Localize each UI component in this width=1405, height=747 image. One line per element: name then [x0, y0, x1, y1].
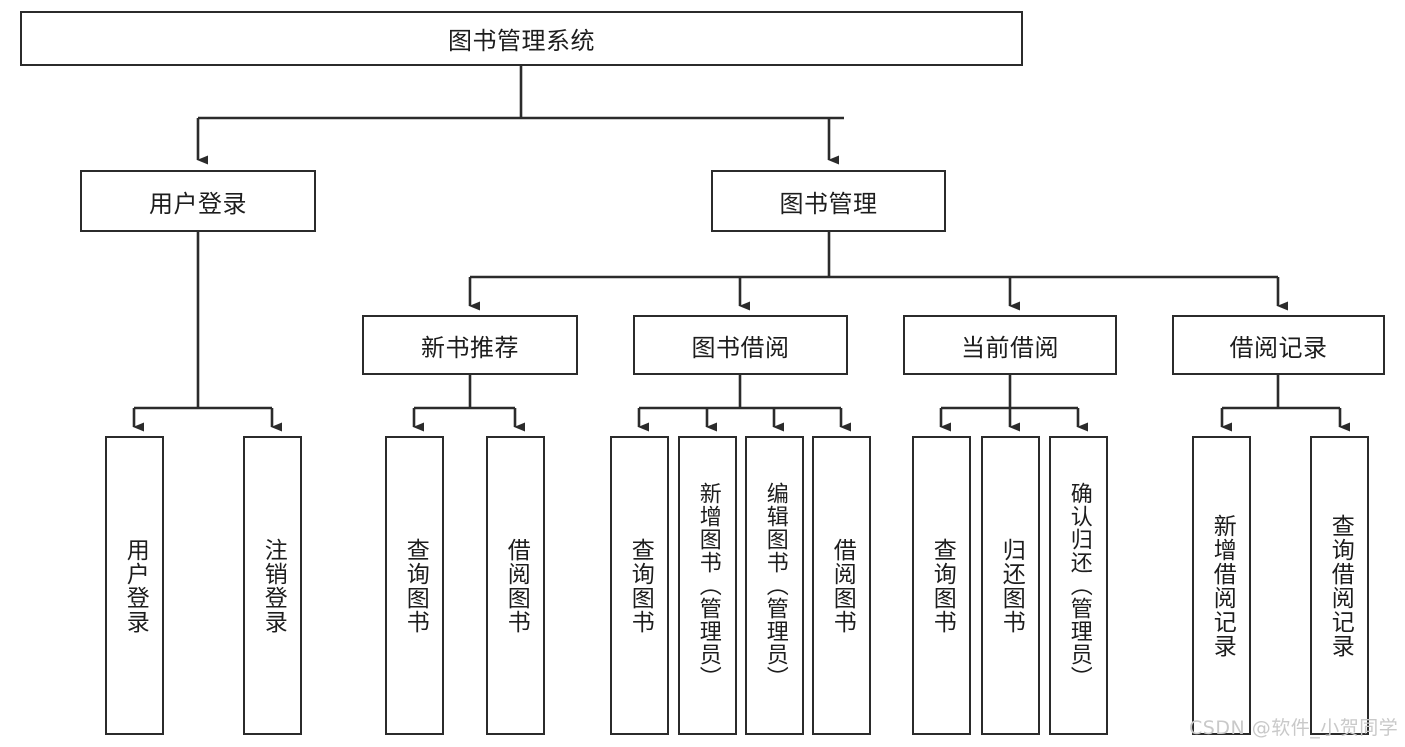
- node-label: 新增图书（管理员）: [695, 482, 721, 689]
- node-leaf-query-book-3[interactable]: 查询图书: [912, 436, 971, 735]
- node-leaf-query-borrow-record[interactable]: 查询借阅记录: [1310, 436, 1369, 735]
- node-leaf-add-book-admin[interactable]: 新增图书（管理员）: [678, 436, 737, 735]
- node-leaf-edit-book-admin[interactable]: 编辑图书（管理员）: [745, 436, 804, 735]
- node-book-management-system[interactable]: 图书管理系统: [20, 11, 1023, 66]
- node-label: 用户登录: [149, 189, 247, 218]
- csdn-watermark: CSDN @软件_小贺同学: [1189, 717, 1399, 739]
- node-label: 图书管理系统: [448, 27, 595, 55]
- node-leaf-user-login[interactable]: 用户登录: [105, 436, 164, 735]
- node-label: 注销登录: [260, 537, 287, 634]
- node-label: 图书借阅: [691, 333, 790, 362]
- node-label: 查询图书: [929, 537, 956, 634]
- node-label: 用户登录: [122, 537, 149, 634]
- node-label: 编辑图书（管理员）: [762, 482, 788, 689]
- node-leaf-borrow-book-2[interactable]: 借阅图书: [812, 436, 871, 735]
- node-book-management[interactable]: 图书管理: [711, 170, 946, 232]
- node-label: 新书推荐: [421, 333, 519, 362]
- node-label: 确认归还（管理员）: [1066, 482, 1092, 689]
- node-label: 查询借阅记录: [1327, 513, 1354, 658]
- node-label: 借阅记录: [1229, 333, 1328, 362]
- node-leaf-add-borrow-record[interactable]: 新增借阅记录: [1192, 436, 1251, 735]
- node-borrow-record[interactable]: 借阅记录: [1172, 315, 1385, 375]
- node-leaf-borrow-book-1[interactable]: 借阅图书: [486, 436, 545, 735]
- node-user-login[interactable]: 用户登录: [80, 170, 316, 232]
- node-label: 当前借阅: [961, 333, 1059, 362]
- node-leaf-return-book[interactable]: 归还图书: [981, 436, 1040, 735]
- node-current-borrow[interactable]: 当前借阅: [903, 315, 1117, 375]
- node-label: 图书管理: [779, 189, 878, 218]
- node-leaf-confirm-return-admin[interactable]: 确认归还（管理员）: [1049, 436, 1108, 735]
- node-new-book-recommend[interactable]: 新书推荐: [362, 315, 578, 375]
- node-book-borrow[interactable]: 图书借阅: [633, 315, 848, 375]
- node-label: 查询图书: [402, 537, 429, 634]
- node-label: 新增借阅记录: [1209, 513, 1236, 658]
- node-label: 借阅图书: [829, 537, 856, 634]
- node-label: 归还图书: [998, 537, 1025, 634]
- node-label: 查询图书: [627, 537, 654, 634]
- node-leaf-logout-login[interactable]: 注销登录: [243, 436, 302, 735]
- node-label: 借阅图书: [503, 537, 530, 634]
- node-leaf-query-book-2[interactable]: 查询图书: [610, 436, 669, 735]
- node-leaf-query-book-1[interactable]: 查询图书: [385, 436, 444, 735]
